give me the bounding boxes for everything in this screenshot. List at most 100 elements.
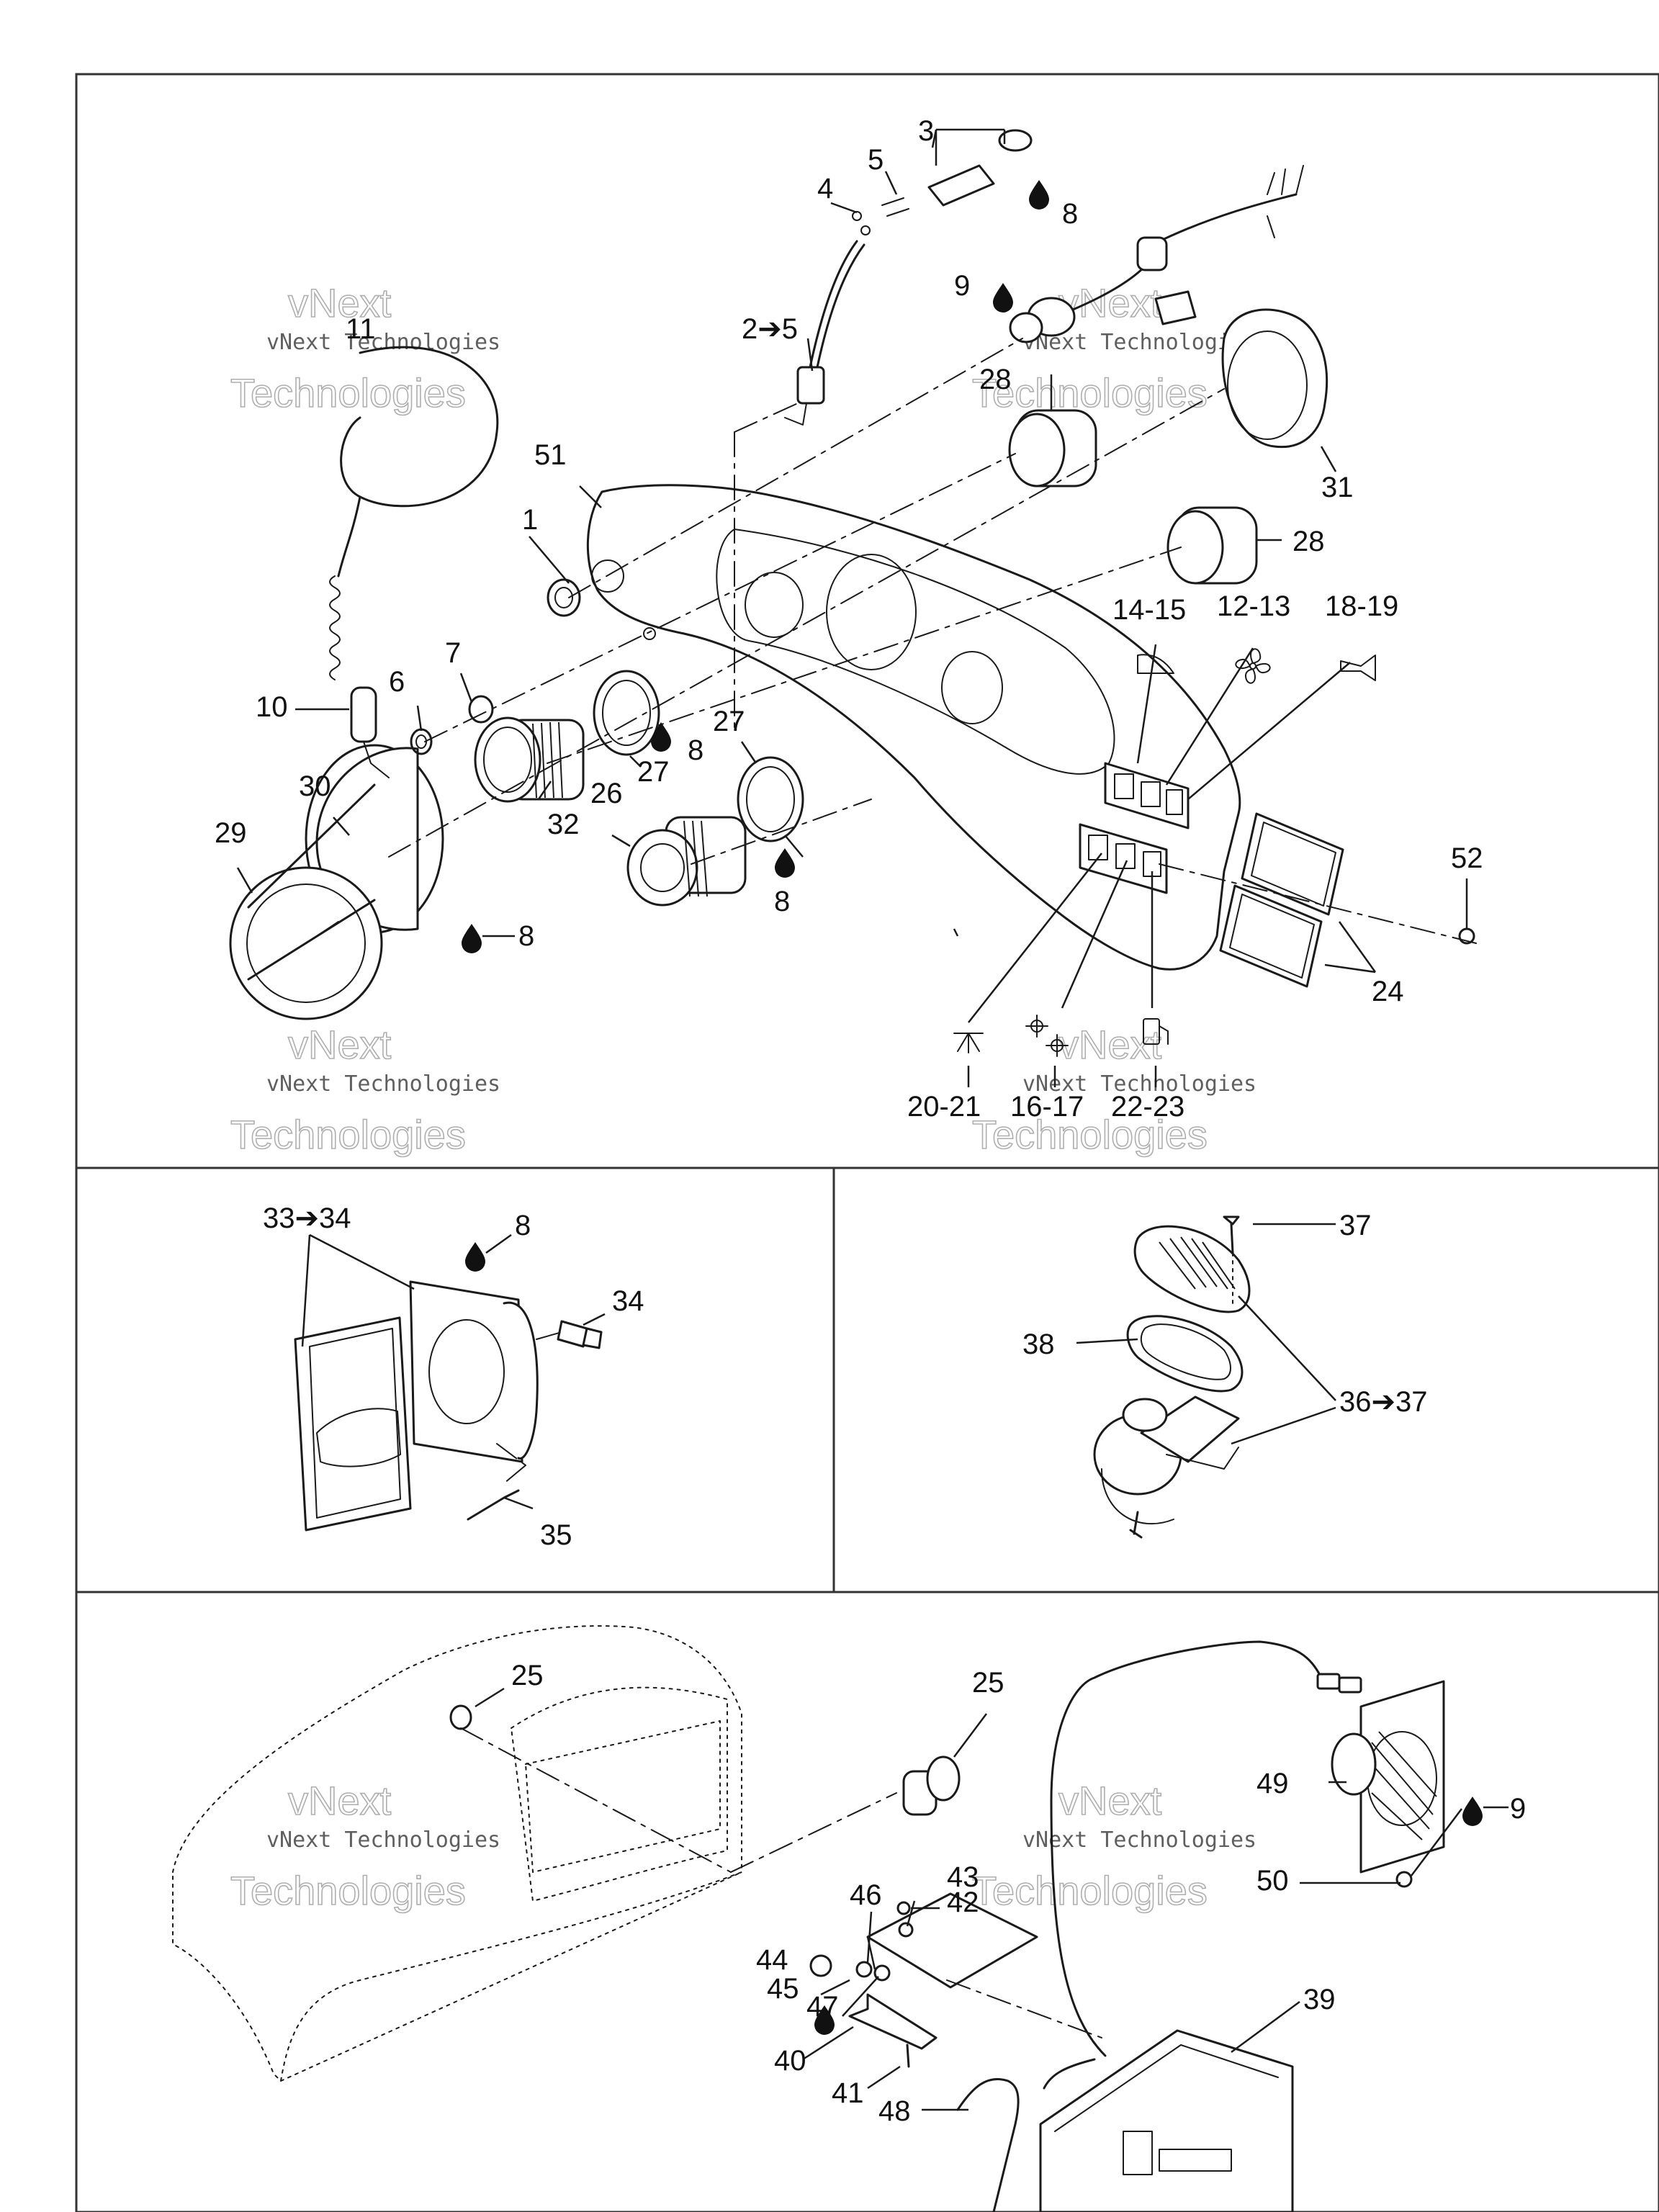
instrument-console-panel: 1 2➔5 3 4 5 6 7 8 8 8 8 9 10 11 12-13 14… xyxy=(215,115,1483,1123)
horn-assembly xyxy=(1093,1395,1240,1539)
callout-46: 46 xyxy=(850,1879,882,1911)
watermark-5: vNext vNext Technologies Technologies xyxy=(230,1777,500,1914)
callout-20-21: 20-21 xyxy=(907,1091,981,1123)
callout-11: 11 xyxy=(346,313,376,345)
callout-14-15: 14-15 xyxy=(1112,594,1186,626)
callout-5: 5 xyxy=(868,144,884,176)
adhesive-drop-icon xyxy=(1411,1797,1509,1876)
callout-29: 29 xyxy=(215,817,247,849)
console-panel-body xyxy=(586,484,1241,971)
callout-8: 8 xyxy=(774,886,790,917)
vent-bezel-33 xyxy=(294,1316,412,1532)
callout-28: 28 xyxy=(979,364,1012,395)
grille-leaders xyxy=(1076,1223,1336,1445)
panel-frames xyxy=(75,73,1659,2212)
nut-28-lower xyxy=(1166,506,1258,585)
lanyard-cord xyxy=(329,346,499,778)
callout-32: 32 xyxy=(547,809,580,840)
callout-47: 47 xyxy=(806,1991,839,2023)
decal-24-lower xyxy=(1219,884,1323,988)
callout-34: 34 xyxy=(612,1285,644,1317)
washer-6 xyxy=(410,728,433,755)
callout-25: 25 xyxy=(511,1660,544,1691)
vent-rivet-35 xyxy=(467,1489,520,1521)
callout-49: 49 xyxy=(1256,1768,1289,1799)
watermarks: vNext vNext Technologies Technologies vN… xyxy=(230,279,1256,1914)
callout-26: 26 xyxy=(590,778,623,809)
gauge-26 xyxy=(626,816,747,907)
svg-text:Technologies: Technologies xyxy=(972,370,1208,415)
horn-grille-panel: 37 38 36➔37 xyxy=(1022,1210,1428,1539)
callout-27: 27 xyxy=(637,756,670,788)
callout-9: 9 xyxy=(954,270,970,302)
svg-text:vNext: vNext xyxy=(288,1778,392,1823)
ignition-harness xyxy=(1009,165,1304,343)
gasket-38 xyxy=(1126,1315,1244,1393)
callout-8: 8 xyxy=(1062,198,1078,230)
svg-text:vNext: vNext xyxy=(1058,1778,1162,1823)
callout-8: 8 xyxy=(688,734,703,766)
callout-4: 4 xyxy=(817,173,833,204)
callout-labels: 1 2➔5 3 4 5 6 7 8 8 8 8 9 10 11 12-13 14… xyxy=(215,115,1483,1123)
outlet-25-console xyxy=(449,1704,472,1730)
navigation-light-icon xyxy=(1025,1015,1069,1057)
stereo-centerlines xyxy=(460,1727,1102,2038)
callout-41: 41 xyxy=(832,2077,864,2109)
fan-icon xyxy=(1235,648,1271,684)
svg-text:vNext Technologies: vNext Technologies xyxy=(266,330,500,355)
adhesive-drop-icon xyxy=(814,2005,835,2035)
watermark-6: vNext vNext Technologies Technologies xyxy=(971,1777,1256,1914)
watermark-4: vNext vNext Technologies Technologies xyxy=(971,1021,1256,1158)
callout-25: 25 xyxy=(972,1667,1004,1699)
svg-text:Technologies: Technologies xyxy=(230,1868,466,1913)
watermark-2: vNext vNext Technologies Technologies xyxy=(971,279,1256,416)
svg-text:Technologies: Technologies xyxy=(230,370,466,415)
callout-22-23: 22-23 xyxy=(1111,1091,1184,1123)
callout-35: 35 xyxy=(540,1519,572,1551)
leader-lines xyxy=(236,128,1468,1087)
svg-text:vNext Technologies: vNext Technologies xyxy=(1022,1071,1256,1097)
svg-text:vNext: vNext xyxy=(288,1022,392,1067)
vent-pin-34 xyxy=(557,1320,603,1349)
svg-text:Technologies: Technologies xyxy=(972,1112,1208,1157)
callout-52: 52 xyxy=(1451,842,1483,874)
callout-44: 44 xyxy=(756,1944,788,1976)
stereo-leaders xyxy=(475,1687,1401,2111)
harness-48 xyxy=(956,1640,1362,2212)
callout-16-17: 16-17 xyxy=(1010,1091,1084,1123)
callout-37: 37 xyxy=(1339,1210,1372,1241)
gasket-27-upper xyxy=(593,670,660,756)
watermark-1: vNext vNext Technologies Technologies xyxy=(230,279,500,416)
gasket-27-lower xyxy=(737,756,804,842)
vent-panel: 33➔34 8 34 35 xyxy=(263,1202,644,1551)
adhesive-drop-icon xyxy=(651,722,671,752)
svg-text:Technologies: Technologies xyxy=(972,1868,1208,1913)
callout-51: 51 xyxy=(534,439,567,471)
callout-8: 8 xyxy=(515,1210,531,1241)
svg-text:Technologies: Technologies xyxy=(230,1112,466,1157)
switch-bank-upper xyxy=(1104,762,1190,830)
large-gauge-29 xyxy=(229,744,444,1020)
callout-6: 6 xyxy=(389,666,405,698)
adhesive-drop-icon xyxy=(465,1233,512,1272)
fasteners-41-47 xyxy=(809,1901,914,2068)
callout-9: 9 xyxy=(1510,1793,1526,1825)
callout-18-19: 18-19 xyxy=(1325,590,1398,622)
callout-24: 24 xyxy=(1372,976,1404,1007)
callout-33-34: 33➔34 xyxy=(263,1202,351,1234)
fuel-pump-icon xyxy=(1143,1018,1169,1045)
decal-24-upper xyxy=(1241,812,1344,916)
svg-text:vNext Technologies: vNext Technologies xyxy=(266,1071,500,1097)
callout-36-37: 36➔37 xyxy=(1339,1386,1428,1418)
grommet-1 xyxy=(547,578,581,617)
callout-27: 27 xyxy=(713,706,745,737)
gauge-32 xyxy=(474,716,585,803)
callout-39: 39 xyxy=(1303,1984,1336,2015)
svg-text:vNext Technologies: vNext Technologies xyxy=(1022,1827,1256,1853)
callout-10: 10 xyxy=(256,691,288,723)
adhesive-drop-icon xyxy=(993,283,1013,313)
callout-28: 28 xyxy=(1292,526,1325,557)
callout-45: 45 xyxy=(767,1973,799,2005)
adhesive-drop-icon xyxy=(775,848,795,878)
svg-text:vNext Technologies: vNext Technologies xyxy=(266,1827,500,1853)
